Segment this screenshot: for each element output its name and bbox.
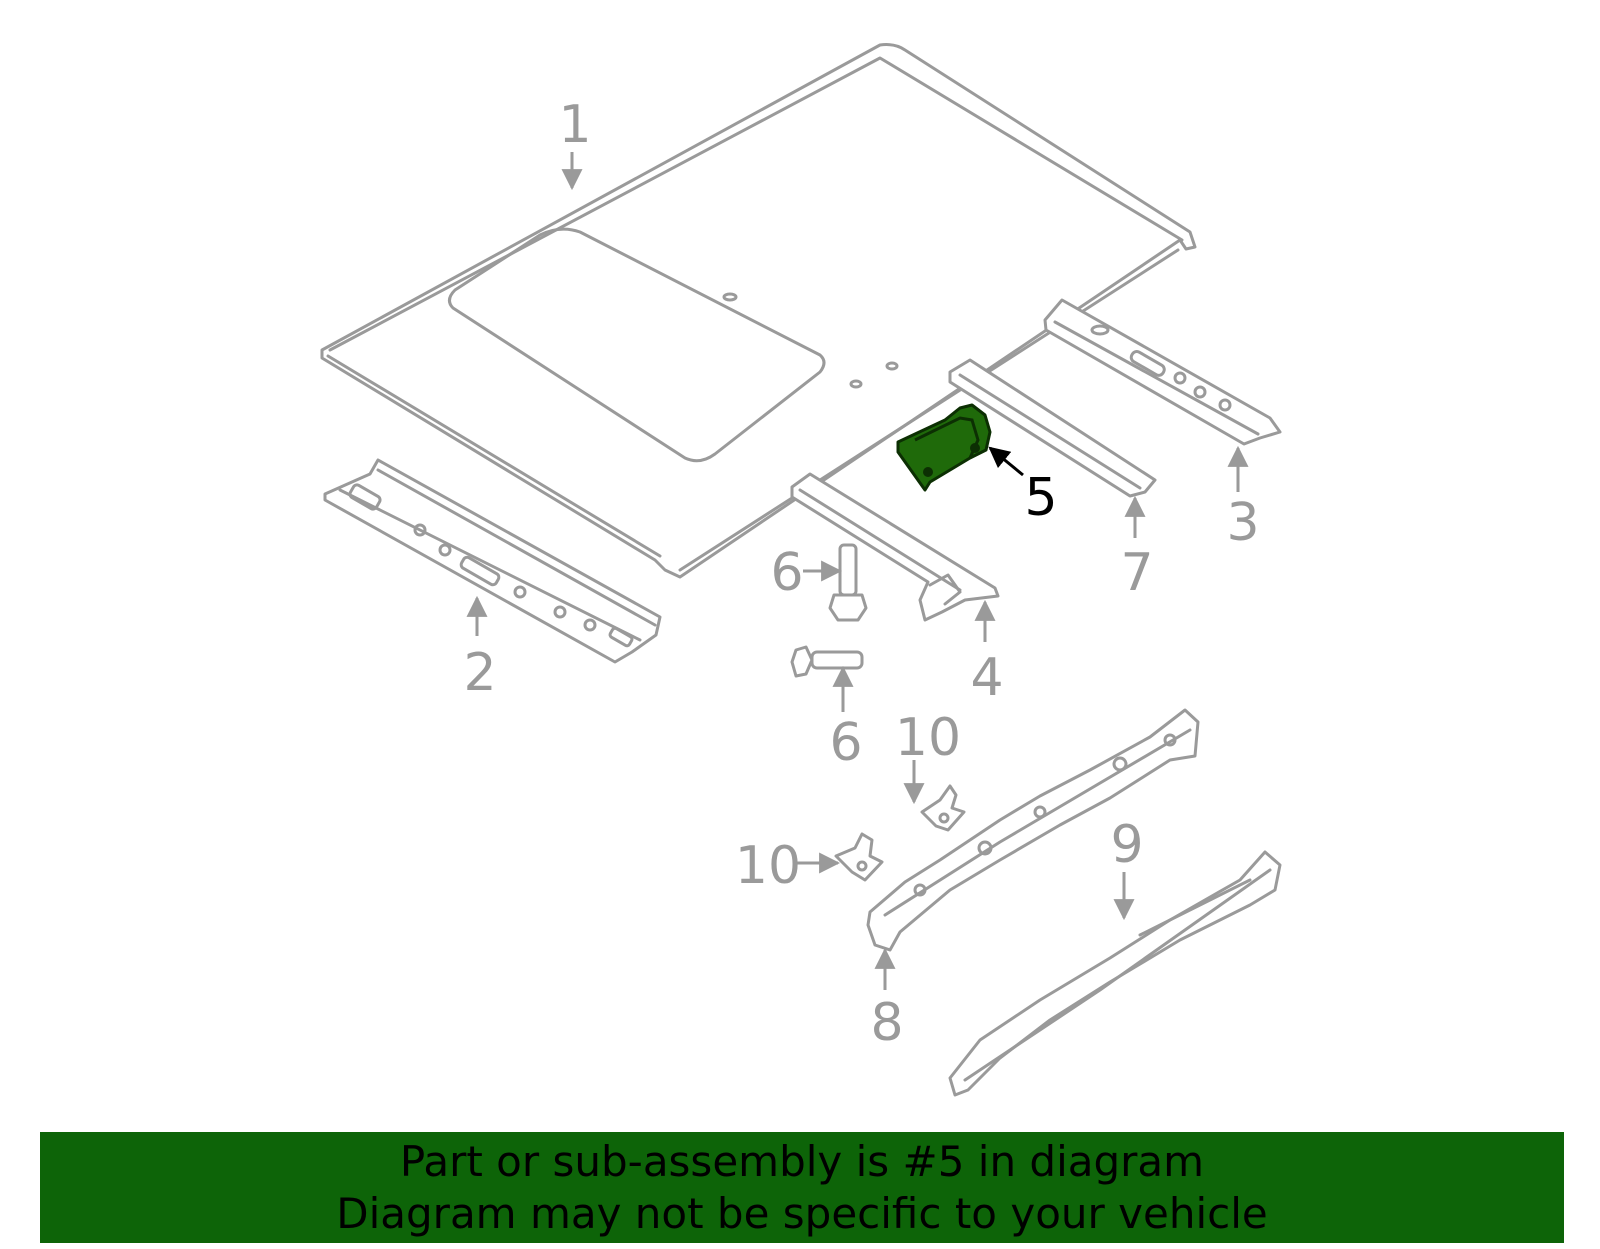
leader-arrows — [466, 152, 1249, 990]
bolt-horizontal — [790, 645, 864, 678]
parts-diagram: 1 2 3 4 5 6 6 7 8 9 10 10 — [320, 43, 1282, 1097]
info-banner: Part or sub-assembly is #5 in diagram Di… — [40, 1132, 1564, 1243]
callout-4: 4 — [970, 648, 1003, 708]
callout-6-lower: 6 — [829, 713, 862, 773]
callout-8: 8 — [870, 993, 903, 1053]
center-roof-bow — [948, 358, 1157, 498]
callout-6-upper: 6 — [770, 543, 803, 603]
callout-5: 5 — [1024, 468, 1057, 528]
roof-reinforcement-bracket — [896, 403, 992, 492]
front-roof-rail — [323, 458, 662, 664]
callout-3: 3 — [1226, 493, 1259, 553]
bolt-vertical — [828, 543, 868, 622]
callout-2: 2 — [463, 643, 496, 703]
roof-side-rail-inner — [866, 708, 1200, 952]
callout-9: 9 — [1110, 815, 1143, 875]
rear-roof-bow — [1043, 298, 1282, 446]
callout-7: 7 — [1120, 543, 1153, 603]
banner-line-1: Part or sub-assembly is #5 in diagram — [399, 1136, 1205, 1186]
callout-10-upper: 10 — [895, 708, 961, 768]
clip-lower — [834, 832, 884, 882]
banner-line-2: Diagram may not be specific to your vehi… — [336, 1188, 1268, 1238]
clip-upper — [920, 784, 966, 832]
roof-panel — [320, 43, 1197, 579]
callout-1: 1 — [558, 95, 591, 155]
roof-side-rail-outer — [948, 850, 1282, 1097]
front-roof-bow — [790, 472, 1000, 622]
callout-10-lower: 10 — [735, 836, 801, 896]
